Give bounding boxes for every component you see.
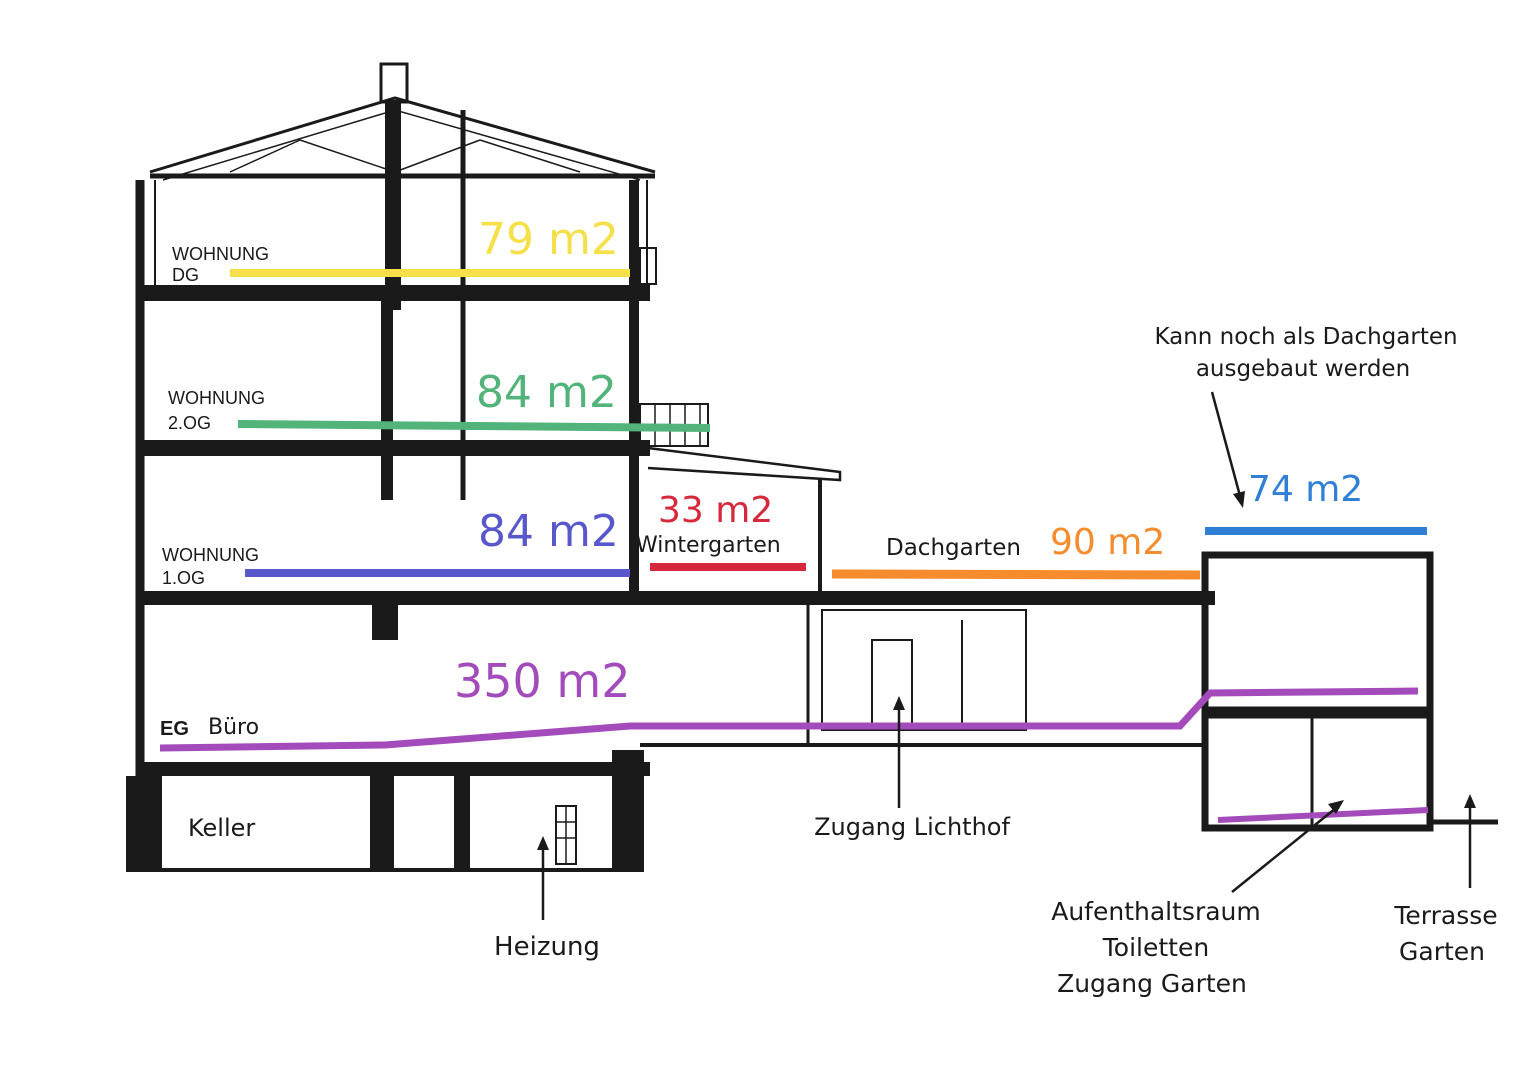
aufenthalt-label-line3: Zugang Garten bbox=[1057, 969, 1247, 998]
keller-label: Keller bbox=[188, 814, 255, 842]
heizung-label: Heizung bbox=[494, 932, 600, 962]
dg-caption-line1: WOHNUNG bbox=[172, 244, 269, 264]
chimney bbox=[379, 62, 409, 104]
dachgarten-note-line1: Kann noch als Dachgarten bbox=[1154, 324, 1457, 350]
eg-floor-line bbox=[159, 687, 1419, 752]
eg-caption-use: Büro bbox=[208, 715, 259, 740]
eg-area-label: 350 m2 bbox=[454, 654, 631, 708]
annex-lower bbox=[1201, 706, 1434, 832]
lichthof-frame bbox=[821, 609, 1027, 731]
og2-caption-line2: 2.OG bbox=[168, 413, 211, 433]
og1-caption-line1: WOHNUNG bbox=[162, 545, 259, 565]
dachgarten-floor-line bbox=[831, 569, 1201, 580]
slab-1og bbox=[140, 591, 1215, 605]
dachgarten-note-line2: ausgebaut werden bbox=[1196, 356, 1410, 382]
heizung-arrowhead bbox=[537, 836, 549, 850]
dachgarten-name: Dachgarten bbox=[886, 535, 1021, 561]
slab-eg bbox=[140, 762, 650, 776]
balcony-dg bbox=[639, 247, 657, 285]
slab-dg bbox=[140, 285, 650, 301]
og2-floor-line bbox=[237, 420, 711, 432]
heizung-grid bbox=[556, 806, 576, 864]
dg-area-label: 79 m2 bbox=[478, 214, 619, 265]
dachgarten-note-arrow bbox=[1210, 391, 1242, 497]
og1-area-label: 84 m2 bbox=[478, 506, 619, 557]
lichthof-label: Zugang Lichthof bbox=[814, 813, 1010, 841]
lichthof-arrowhead bbox=[893, 696, 905, 710]
wintergarten-roof bbox=[647, 446, 842, 482]
aufenthalt-label-line1: Aufenthaltsraum bbox=[1051, 897, 1261, 926]
lichthof-door bbox=[871, 639, 913, 731]
annex-basement-line bbox=[1217, 807, 1429, 823]
pointer-arrows bbox=[537, 391, 1476, 920]
basement-wall-right bbox=[612, 750, 644, 870]
dachgarten-note-arrowhead bbox=[1233, 491, 1245, 508]
annex-upper bbox=[1201, 551, 1434, 719]
wintergarten-area-label: 33 m2 bbox=[658, 490, 773, 531]
terrasse-label-line1: Terrasse bbox=[1393, 901, 1497, 930]
og2-area-label: 84 m2 bbox=[476, 367, 617, 418]
aufenthalt-arrow bbox=[1231, 807, 1337, 893]
basement-pier-2 bbox=[454, 776, 470, 870]
terrasse-arrowhead bbox=[1464, 794, 1476, 808]
eg-caption-code: EG bbox=[160, 718, 189, 740]
dg-caption-line2: DG bbox=[172, 265, 199, 285]
dachgarten-area-label: 90 m2 bbox=[1050, 522, 1165, 563]
annex-roof-area-label: 74 m2 bbox=[1248, 469, 1363, 510]
aufenthalt-label-line2: Toiletten bbox=[1102, 933, 1209, 962]
aufenthalt-arrowhead bbox=[1328, 800, 1344, 814]
interior-column-1 bbox=[385, 100, 401, 310]
interior-pier-eg bbox=[372, 600, 398, 640]
og2-caption-line1: WOHNUNG bbox=[168, 388, 265, 408]
interior-column-2 bbox=[381, 300, 393, 500]
wintergarten-name: Wintergarten bbox=[636, 533, 781, 558]
og1-caption-line2: 1.OG bbox=[162, 568, 205, 588]
terrasse-label-line2: Garten bbox=[1399, 937, 1485, 966]
slab-2og bbox=[140, 440, 650, 456]
basement-pier-1 bbox=[370, 776, 394, 870]
basement-wall-left bbox=[126, 776, 162, 870]
building-structure bbox=[126, 62, 1498, 872]
roof-outline bbox=[149, 96, 656, 174]
